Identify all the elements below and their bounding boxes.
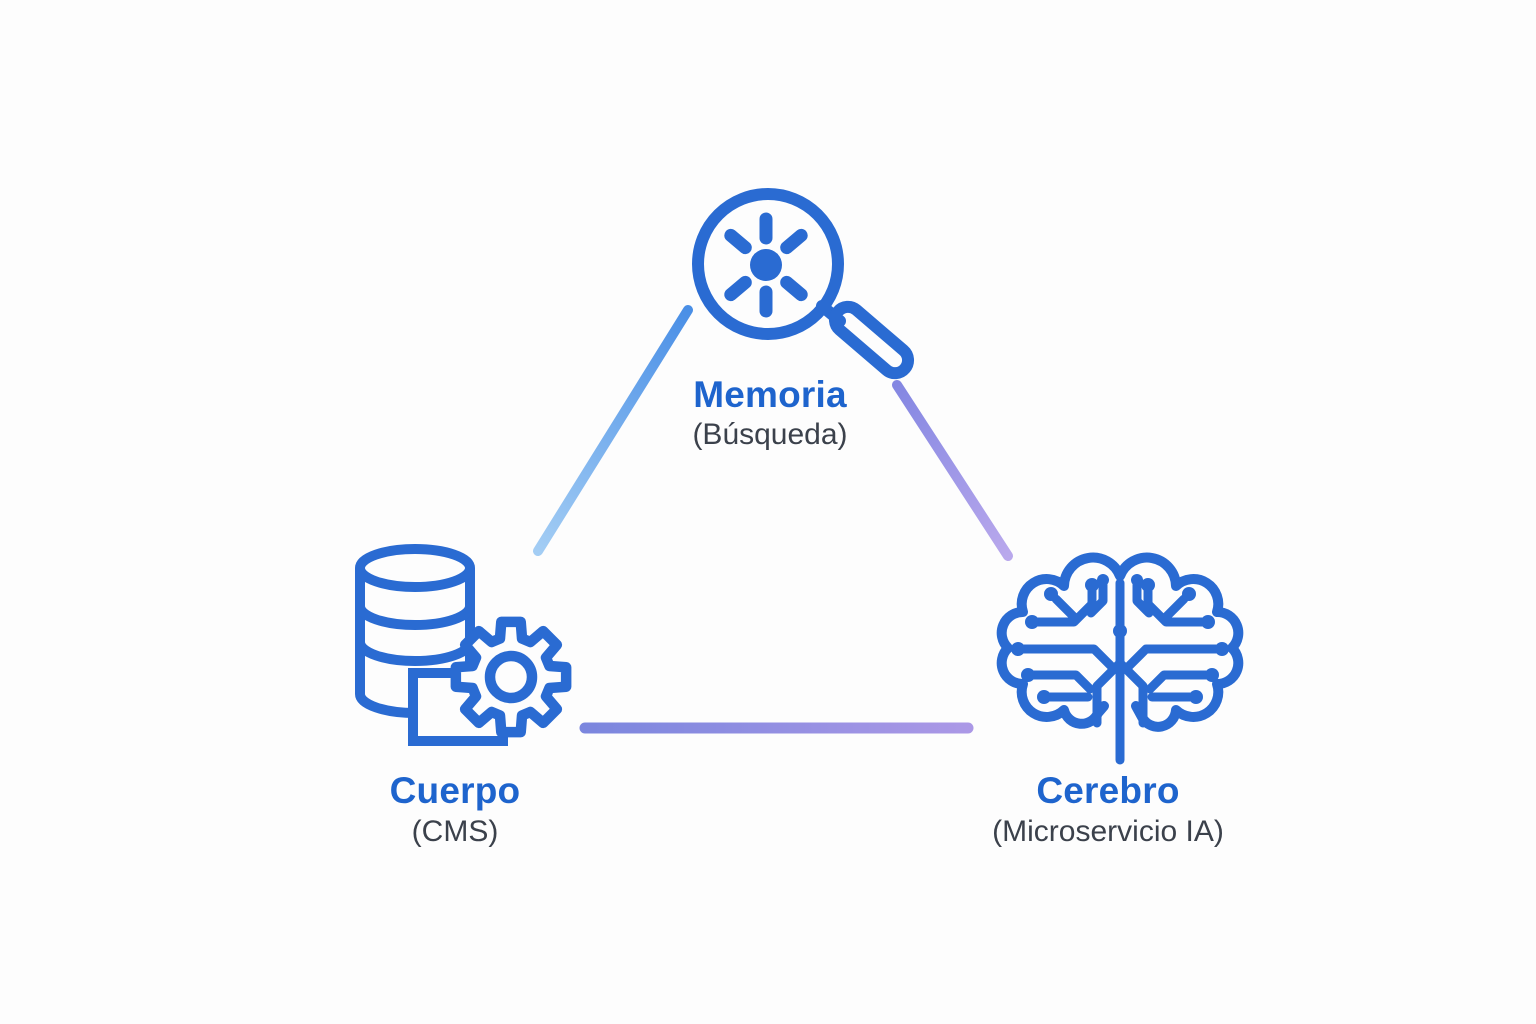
magnifier-handle: [816, 300, 915, 380]
node-cerebro: Cerebro (Microservicio IA): [908, 545, 1308, 865]
magnifier-lens: [692, 188, 844, 340]
node-label-cuerpo: Cuerpo: [389, 770, 521, 811]
brain-outline: [996, 552, 1244, 732]
gear-glyph: [450, 616, 572, 738]
node-sublabel-cuerpo: (CMS): [411, 815, 499, 848]
node-label-cerebro: Cerebro: [1036, 770, 1180, 811]
magnifier-spark-icon: [692, 188, 915, 380]
node-sublabel-cerebro: (Microservicio IA): [992, 815, 1224, 848]
node-cuerpo: Cuerpo (CMS): [255, 542, 655, 862]
circuit-brain-icon: [996, 552, 1244, 765]
spark-glyph: [724, 212, 808, 318]
node-sublabel-memoria: (Búsqueda): [692, 418, 848, 451]
connector-memoria-cerebro: [892, 380, 1013, 561]
brain-circuit-dots: [1011, 574, 1229, 704]
database-gear-icon: [355, 544, 572, 746]
node-label-memoria: Memoria: [693, 374, 847, 415]
connector-memoria-cuerpo: [533, 305, 693, 556]
node-memoria: Memoria (Búsqueda): [570, 175, 970, 475]
brain-circuit-traces: [1019, 578, 1221, 765]
